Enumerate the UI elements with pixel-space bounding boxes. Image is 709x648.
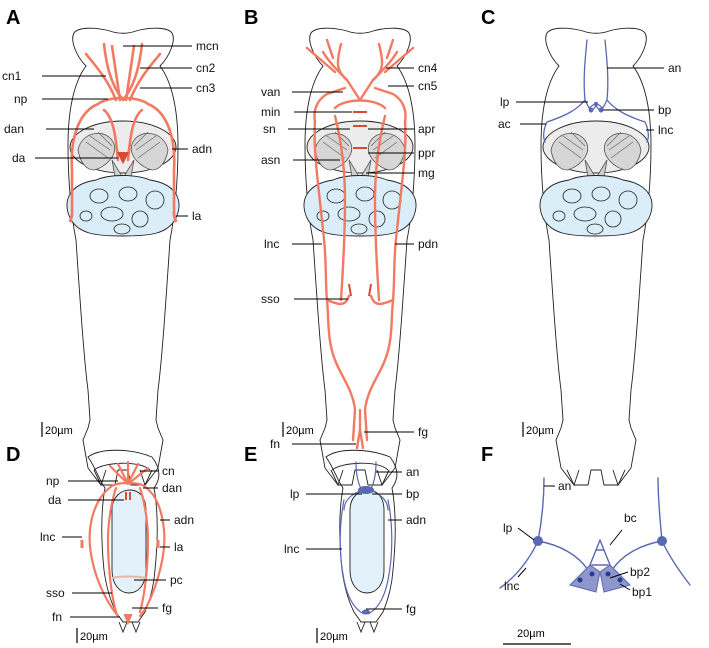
- panel-a-label-np: np: [14, 92, 28, 106]
- panel-d-nerves: [88, 460, 166, 618]
- panel-c-label-lnc: lnc: [658, 123, 673, 137]
- panel-d-label-fn: fn: [52, 610, 62, 624]
- panel-d-label-la: la: [174, 540, 184, 554]
- panel-d-label-adn: adn: [174, 513, 194, 527]
- panel-f-label-an: an: [558, 479, 571, 493]
- panel-e-leaders: [306, 471, 402, 610]
- panel-a-leaders: [35, 45, 192, 217]
- panel-b-label-mg: mg: [418, 166, 435, 180]
- panel-d-scale-label: 20µm: [80, 631, 108, 643]
- panel-f-label-lnc: lnc: [504, 579, 519, 593]
- panel-b-label-lnc: lnc: [264, 237, 279, 251]
- panel-d-leaders: [62, 470, 170, 618]
- panel-b-label-fg: fg: [418, 425, 428, 439]
- panel-d-labels: cn np dan da adn lnc la pc sso fg fn: [40, 464, 194, 624]
- panel-a-label-mcn: mcn: [196, 39, 219, 53]
- panel-b-scale: 20µm: [282, 422, 314, 437]
- panel-a-label-la: la: [192, 209, 202, 223]
- panel-label-f: F: [481, 444, 493, 466]
- panel-d-body: 20µm: [76, 449, 166, 643]
- panel-f-label-lp: lp: [503, 521, 513, 535]
- panel-c-labels: an lp bp ac lnc: [498, 61, 681, 137]
- panel-e-label-bp: bp: [406, 487, 420, 501]
- panel-e-scale: 20µm: [316, 628, 348, 643]
- panel-a-scale-label: 20µm: [45, 425, 73, 437]
- panel-f-leaders: [517, 485, 631, 591]
- panel-label-a: A: [6, 7, 20, 29]
- panel-b-labels: van cn4 cn5 min sn apr asn ppr mg lnc pd…: [261, 61, 438, 451]
- panel-d-scale: 20µm: [76, 628, 108, 643]
- panel-f-label-bp1: bp1: [632, 585, 652, 599]
- panel-b-label-cn4: cn4: [418, 61, 438, 75]
- panel-c-label-ac: ac: [498, 117, 511, 131]
- panel-e-scale-label: 20µm: [320, 631, 348, 643]
- panel-d-label-da: da: [48, 493, 62, 507]
- panel-a-labels: mcn cn1 cn2 cn3 np dan adn da la: [2, 39, 219, 223]
- panel-a-label-cn2: cn2: [196, 61, 216, 75]
- panel-a-label-da: da: [12, 151, 26, 165]
- panel-a-label-adn: adn: [192, 142, 212, 156]
- panel-label-b: B: [244, 7, 258, 29]
- panel-b-label-asn: asn: [261, 153, 280, 167]
- panel-b-nerves: [305, 38, 415, 450]
- panel-label-e: E: [244, 444, 257, 466]
- panel-c-body: 20µm: [522, 27, 653, 486]
- panel-b-label-min: min: [261, 105, 280, 119]
- panel-e-label-adn: adn: [406, 513, 426, 527]
- panel-c-leaders: [516, 67, 664, 131]
- panel-label-d: D: [6, 444, 20, 466]
- panel-a-label-cn1: cn1: [2, 69, 22, 83]
- panel-b-label-apr: apr: [418, 122, 435, 136]
- panel-e-label-lp: lp: [290, 487, 300, 501]
- panel-d-label-fg: fg: [162, 601, 172, 615]
- panel-d-label-lnc: lnc: [40, 530, 55, 544]
- panel-d-label-cn: cn: [162, 464, 175, 478]
- panel-f-label-bp2: bp2: [630, 565, 650, 579]
- panel-e-label-an: an: [406, 465, 419, 479]
- panel-c-label-bp: bp: [658, 103, 672, 117]
- panel-a-label-cn3: cn3: [196, 81, 216, 95]
- panel-b-label-ppr: ppr: [418, 146, 435, 160]
- panel-f-label-bc: bc: [624, 511, 637, 525]
- panel-a-label-dan: dan: [4, 122, 24, 136]
- panel-a-scale: 20µm: [41, 422, 73, 437]
- panel-e-body: 20µm: [316, 449, 398, 643]
- panel-a-body: 20µm: [41, 27, 180, 486]
- panel-f-body: 20µm: [499, 477, 691, 645]
- panel-c-scale: 20µm: [522, 422, 554, 437]
- panel-b-body: 20µm: [282, 27, 417, 486]
- panel-b-label-fn: fn: [270, 437, 280, 451]
- panel-b-scale-label: 20µm: [286, 425, 314, 437]
- panel-b-label-van: van: [261, 85, 280, 99]
- panel-b-label-sso: sso: [261, 292, 280, 306]
- panel-d-label-sso: sso: [46, 586, 65, 600]
- panel-a-nerves: [70, 42, 176, 217]
- panel-b-label-sn: sn: [263, 122, 276, 136]
- panel-f-scale: 20µm: [503, 628, 571, 645]
- panel-b-label-cn5: cn5: [418, 79, 438, 93]
- panel-c-label-an: an: [668, 61, 681, 75]
- panel-b-leaders: [288, 67, 414, 445]
- panel-f-scale-label: 20µm: [517, 628, 545, 640]
- panel-e-label-fg: fg: [406, 602, 416, 616]
- panel-e-label-lnc: lnc: [284, 542, 299, 556]
- panel-f-labels: an bc lp lnc bp2 bp1: [503, 479, 652, 599]
- panel-d-label-dan: dan: [162, 481, 182, 495]
- panel-e-labels: an lp bp adn lnc fg: [284, 465, 426, 616]
- panel-c-label-lp: lp: [500, 95, 510, 109]
- panel-d-label-np: np: [46, 474, 60, 488]
- panel-d-label-pc: pc: [170, 573, 183, 587]
- panel-c-scale-label: 20µm: [526, 425, 554, 437]
- panel-label-c: C: [481, 7, 495, 29]
- panel-b-label-pdn: pdn: [418, 237, 438, 251]
